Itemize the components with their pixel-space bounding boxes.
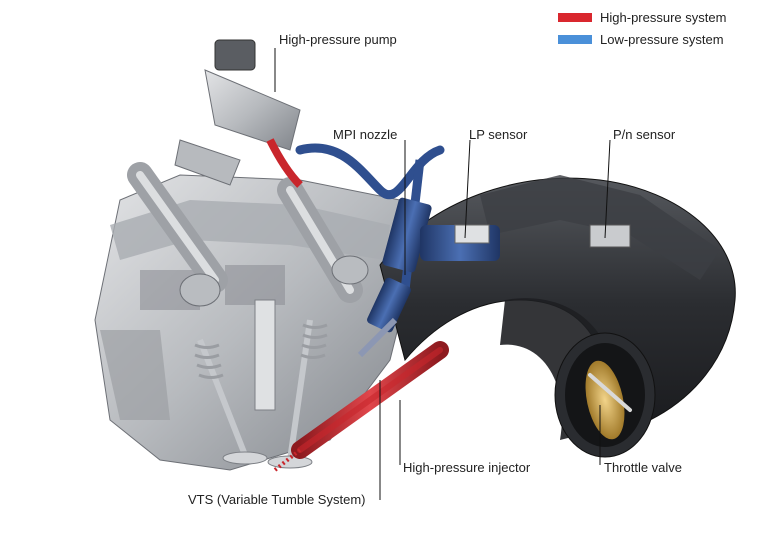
label-throttle-valve: Throttle valve [604,460,683,475]
valves [194,299,328,469]
legend-item-high-pressure: High-pressure system [558,10,726,25]
camshafts [127,162,369,307]
label-mpi-nozzle: MPI nozzle [333,127,398,142]
throttle-body [554,332,656,458]
high-pressure-pump [174,39,303,188]
label-lp-sensor: LP sensor [469,127,528,142]
label-high-pressure-injector: High-pressure injector [403,460,531,475]
label-high-pressure-pump: High-pressure pump [279,32,397,47]
legend-label-high-pressure: High-pressure system [600,10,727,25]
cylinder-head [94,174,411,471]
sensors [454,224,631,248]
high-pressure-injector [273,341,449,472]
red-swatch [558,13,592,22]
blue-swatch [558,35,592,44]
leader-lines [274,48,611,500]
label-vts: VTS (Variable Tumble System) [188,492,366,507]
label-pn-sensor: P/n sensor [613,127,676,142]
legend-label-low-pressure: Low-pressure system [600,32,724,47]
legend-item-low-pressure: Low-pressure system [558,32,724,47]
